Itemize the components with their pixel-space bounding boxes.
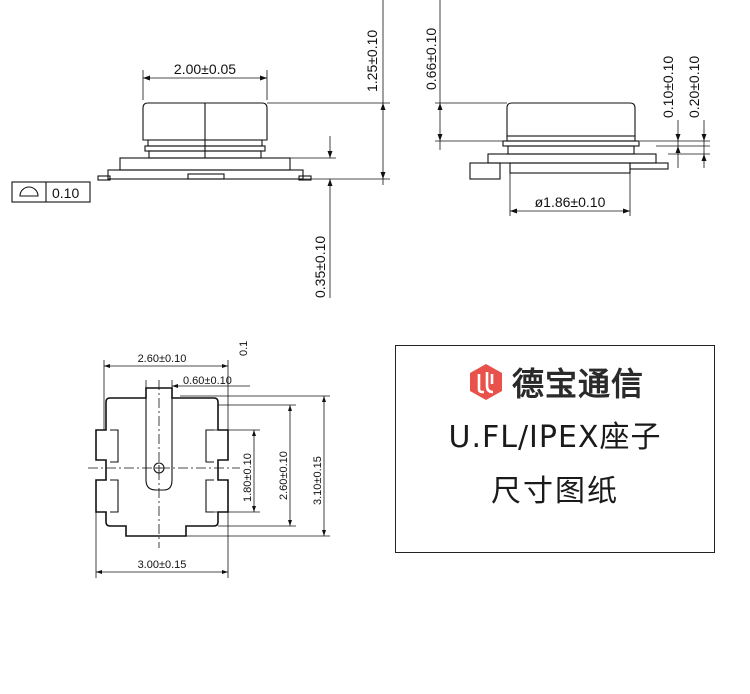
- brand-subtitle: U.FL/IPEX座子: [448, 420, 662, 455]
- flatness-tolerance-frame: 0.10: [11, 181, 91, 203]
- signal-pin: [145, 398, 173, 491]
- dim-bottom-width-260: 2.60±0.10: [138, 353, 187, 365]
- dim-bottom-width-060: 0.60±0.10: [183, 375, 232, 387]
- dim-top-width: 2.00±0.05: [174, 61, 236, 77]
- dim-tiny-mark: 0.1: [238, 341, 250, 356]
- brand-panel: 德宝通信 U.FL/IPEX座子 尺寸图纸: [395, 345, 715, 553]
- dim-bottom-height-260: 2.60±0.10: [278, 451, 290, 500]
- side-view: 0.66±0.10 0.10±0.10 0.20±0.10 ø1.86±0.10: [423, 0, 710, 216]
- side-cylinder-body: [506, 102, 636, 137]
- brand-name: 德宝通信: [511, 365, 644, 403]
- dim-base-thickness: 0.35±0.10: [312, 236, 328, 298]
- brand-header: 德宝通信: [396, 362, 714, 403]
- dim-bottom-height-310: 3.10±0.15: [312, 456, 324, 505]
- front-base-plate: [119, 157, 291, 171]
- front-view: 2.00±0.05 1.25±0.10 0.35±0.10 0.10: [11, 0, 390, 298]
- dim-bottom-width-300: 3.00±0.15: [138, 559, 187, 571]
- dim-step-2: 0.20±0.10: [686, 56, 702, 118]
- dim-step-1: 0.10±0.10: [660, 56, 676, 118]
- brand-logo-icon: [469, 364, 502, 400]
- profile-surface-icon: [19, 186, 39, 197]
- side-base-plate: [487, 153, 657, 164]
- dim-bottom-height-180: 1.80±0.10: [242, 453, 254, 502]
- bottom-outline: [95, 387, 229, 537]
- dim-overall-height: 1.25±0.10: [364, 30, 380, 92]
- brand-caption: 尺寸图纸: [491, 474, 619, 509]
- dim-side-height: 0.66±0.10: [423, 28, 439, 90]
- bottom-view: 2.60±0.10 0.1 0.60±0.10 1.80±0.10 2.60±0…: [88, 341, 330, 578]
- flatness-value: 0.10: [52, 185, 79, 201]
- dim-diameter: ø1.86±0.10: [535, 194, 606, 210]
- front-cylinder-body: [142, 102, 268, 141]
